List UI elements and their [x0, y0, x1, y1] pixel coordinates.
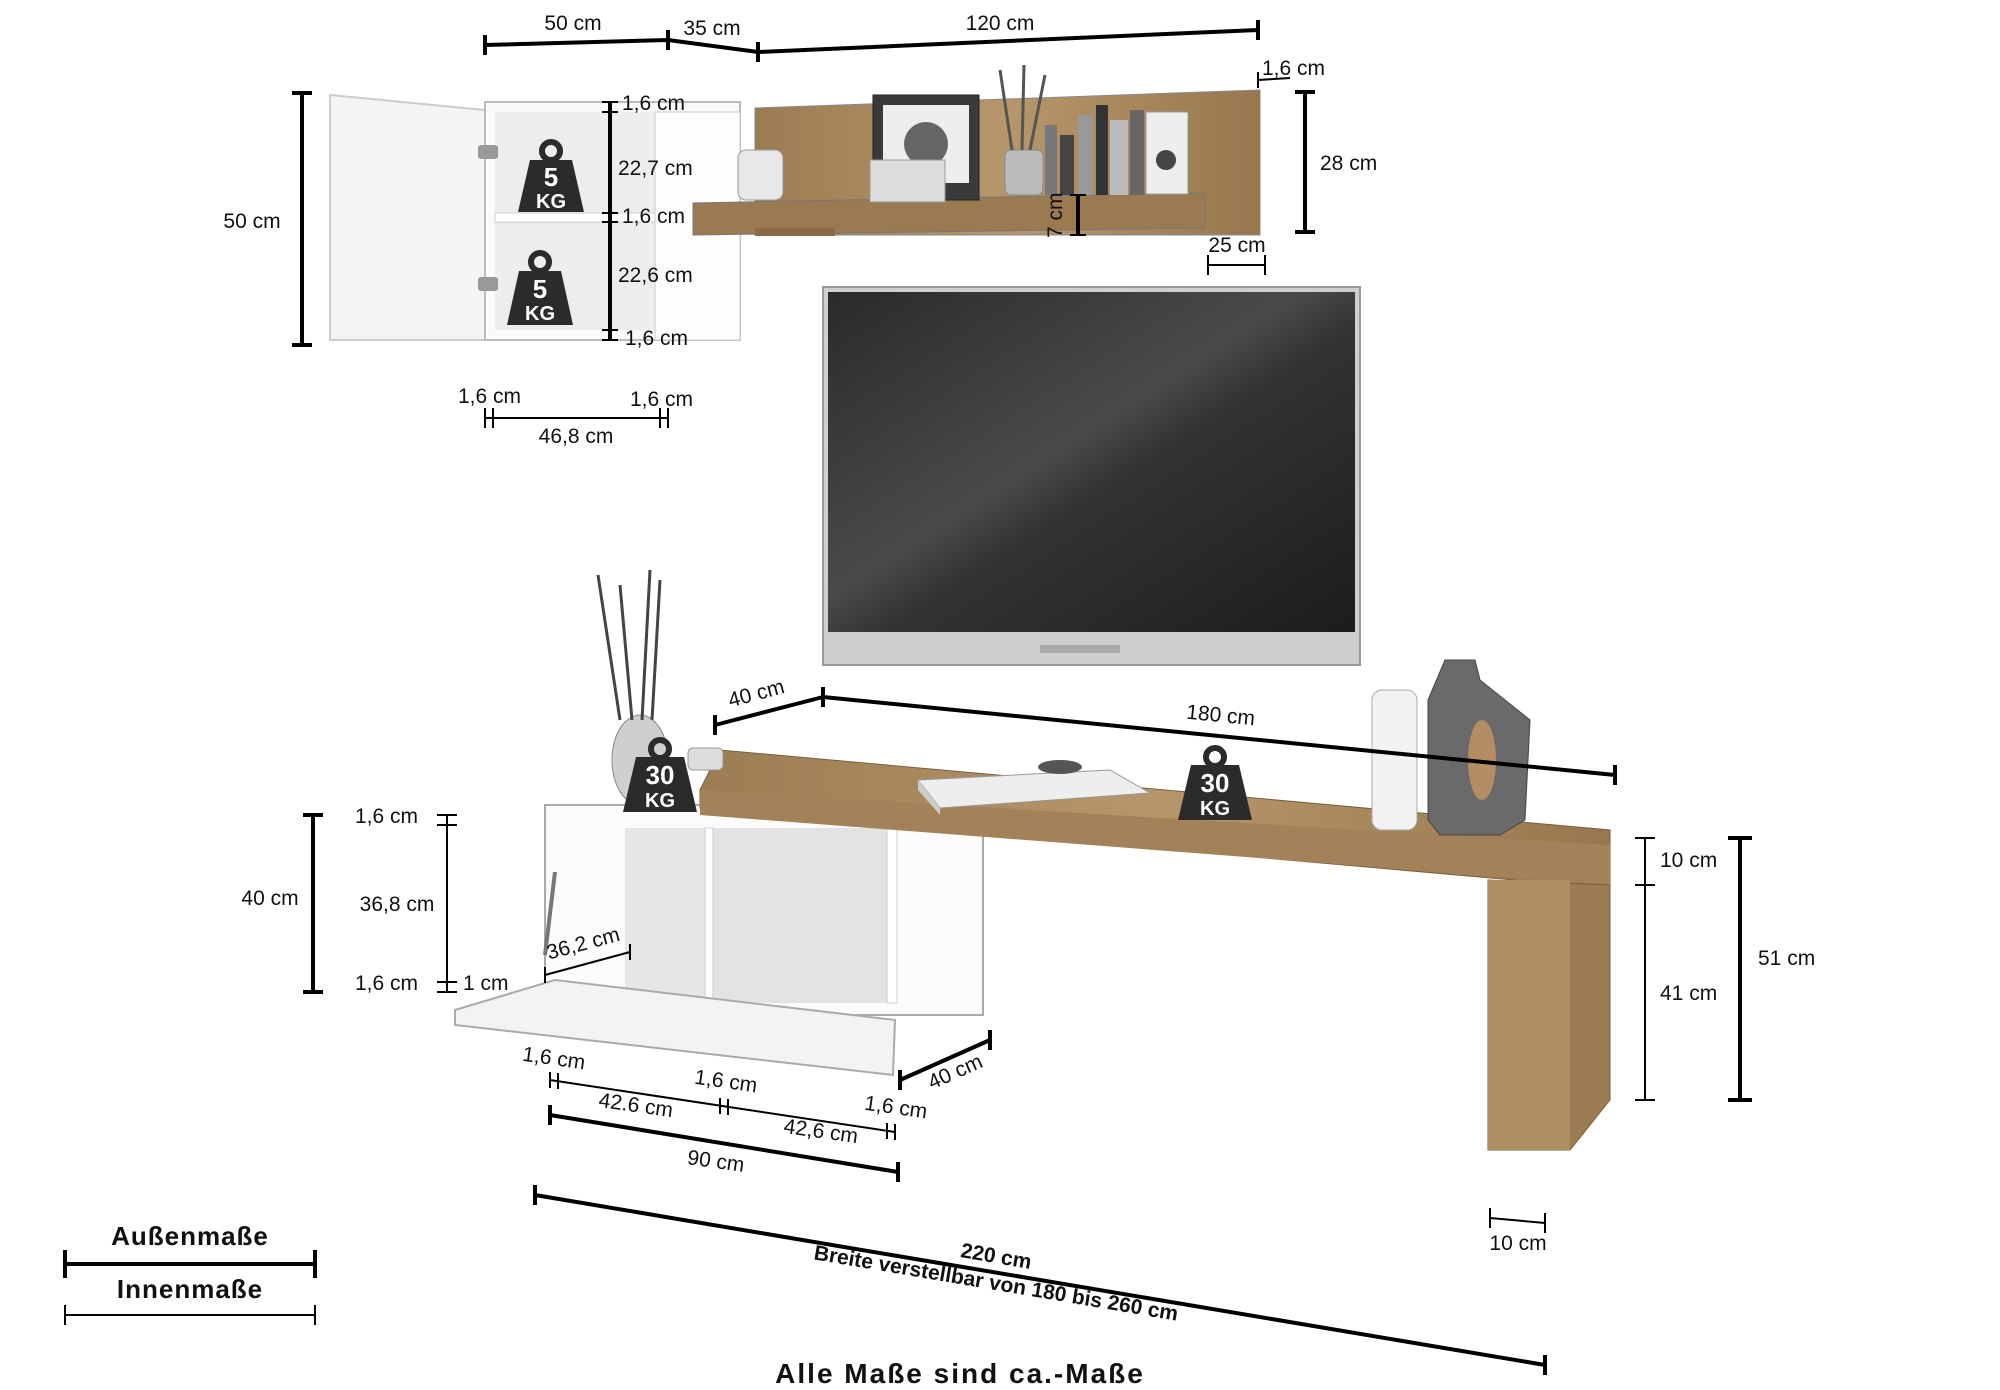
label-box-side-right: 1,6 cm [863, 1092, 929, 1124]
tv-screen [822, 286, 1361, 666]
label-box-side-left: 1,6 cm [521, 1043, 587, 1075]
label-cabinet-compartment-upper: 22,7 cm [618, 157, 693, 180]
label-total-height: 51 cm [1758, 947, 1815, 970]
label-leg-width: 10 cm [1489, 1232, 1546, 1255]
weight-5kg-upper-icon: 5 KG [518, 139, 584, 213]
label-shelf-back-thickness: 1,6 cm [1262, 57, 1325, 80]
label-box-inner-height: 36,8 cm [360, 893, 435, 916]
label-corner-width: 35 cm [683, 17, 740, 40]
footer-note: Alle Maße sind ca.-Maße [775, 1358, 1145, 1389]
label-compartment-left: 42.6 cm [597, 1089, 674, 1122]
label-bench-length: 180 cm [1185, 701, 1256, 731]
label-cabinet-width: 50 cm [544, 12, 601, 35]
label-box-board-top: 1,6 cm [355, 805, 418, 828]
dimension-lines [63, 20, 1752, 1375]
label-shelf-width: 120 cm [966, 12, 1035, 35]
label-box-width: 90 cm [686, 1146, 746, 1177]
legend-outer: Außenmaße [111, 1221, 269, 1251]
label-shelf-height: 28 cm [1320, 152, 1377, 175]
label-box-height: 40 cm [241, 887, 298, 910]
weight-5kg-lower-icon: 5 KG [507, 250, 573, 325]
legend: Außenmaße Innenmaße [111, 1221, 269, 1304]
weight-30kg-left-icon: 30 KG [623, 737, 697, 812]
label-cabinet-inner-width: 46,8 cm [539, 425, 614, 448]
label-cabinet-board-top: 1,6 cm [622, 92, 685, 115]
weight-30kg-right-icon: 30 KG [1178, 745, 1252, 820]
label-top-thickness: 10 cm [1660, 849, 1717, 872]
label-compartment-right: 42,6 cm [782, 1115, 859, 1148]
weight-right-unit: KG [1200, 798, 1230, 820]
weight-left-unit: KG [645, 790, 675, 812]
shelf-decorations [737, 64, 1189, 203]
label-shelf-board-height: 7 cm [1044, 192, 1067, 238]
weight-upper-unit: KG [536, 191, 566, 213]
weight-lower-number: 5 [533, 274, 547, 304]
label-cabinet-compartment-lower: 22,6 cm [618, 264, 693, 287]
label-cabinet-board-bottom: 1,6 cm [625, 327, 688, 350]
weight-left-number: 30 [646, 760, 675, 790]
label-cabinet-height: 50 cm [223, 210, 280, 233]
label-box-board-bottom: 1,6 cm [355, 972, 418, 995]
weight-lower-unit: KG [525, 303, 555, 325]
label-cabinet-side-left: 1,6 cm [458, 385, 521, 408]
label-shelf-depth: 25 cm [1208, 234, 1265, 257]
weight-right-number: 30 [1201, 768, 1230, 798]
label-leg-height: 41 cm [1660, 982, 1717, 1005]
label-cabinet-side-right: 1,6 cm [630, 388, 693, 411]
weight-upper-number: 5 [544, 162, 558, 192]
legend-inner: Innenmaße [117, 1274, 263, 1304]
label-cabinet-board-middle: 1,6 cm [622, 205, 685, 228]
label-box-divider: 1,6 cm [693, 1066, 759, 1098]
label-flap-thickness: 1 cm [463, 972, 509, 995]
